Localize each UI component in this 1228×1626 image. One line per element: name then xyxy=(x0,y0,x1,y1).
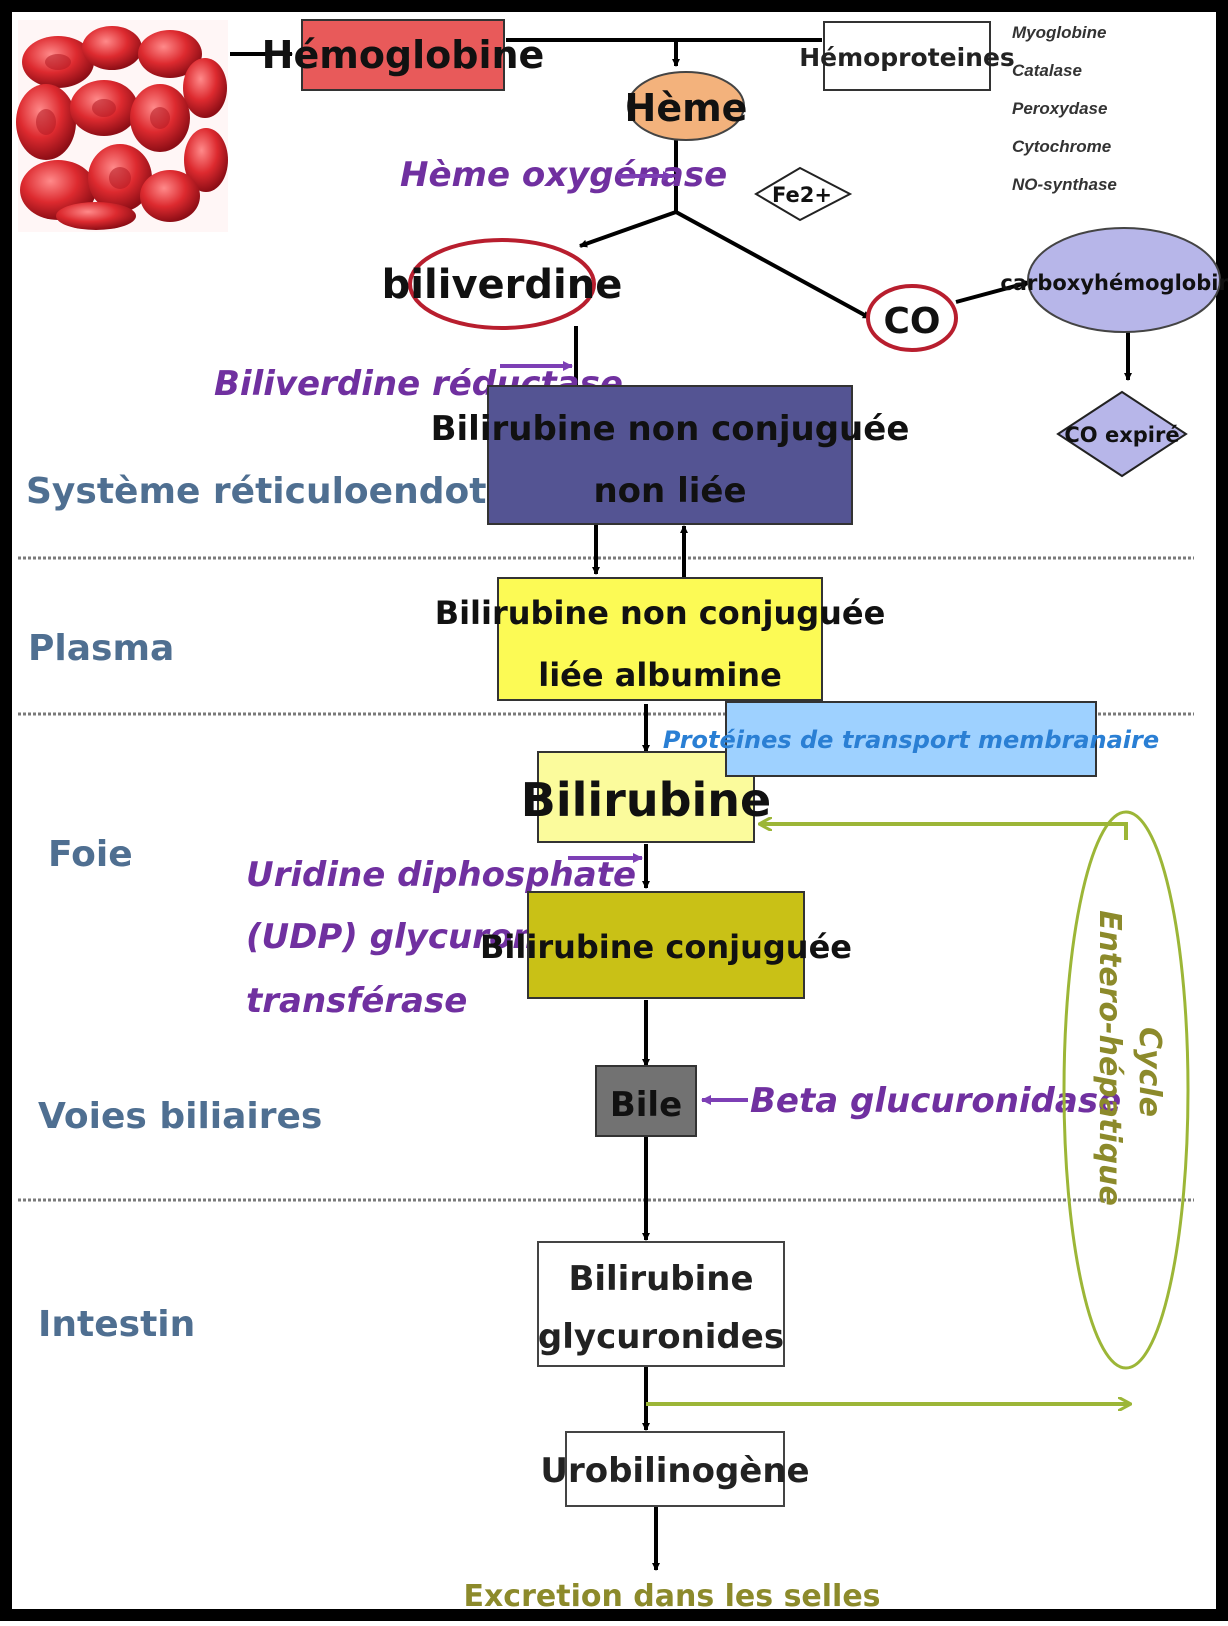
hemoprotein-item: NO-synthase xyxy=(1012,175,1117,194)
glycuronides-line1: Bilirubine xyxy=(568,1259,753,1299)
hemoglobine-node: Hémoglobine xyxy=(262,19,545,91)
hemoprotein-item: Peroxydase xyxy=(1012,99,1107,118)
co-expire-label: CO expiré xyxy=(1064,423,1179,447)
transport-proteins-node: Protéines de transport membranaire xyxy=(663,701,1159,777)
bnc-nonliee-line1: Bilirubine non conjuguée xyxy=(431,409,910,449)
bnc-nonliee-line2: non liée xyxy=(593,471,746,511)
heme-node: Hème xyxy=(625,71,748,141)
glycuronides-line2: glycuronides xyxy=(538,1317,784,1357)
cycle-arrow-return xyxy=(760,824,1128,840)
red-blood-cells-image xyxy=(16,20,228,232)
carboxyhemoglobine-label: carboxyhémoglobine xyxy=(1000,271,1228,295)
bilirubine-conjuguee-node: Bilirubine conjuguée xyxy=(480,891,852,999)
udp-glycuronosyl-transferase-label: Uridine diphosphate (UDP) glycuronosyl t… xyxy=(246,855,636,1021)
transport-proteins-label: Protéines de transport membranaire xyxy=(663,726,1159,754)
zone-label-foie: Foie xyxy=(48,834,133,875)
cycle-label-line2: Entero-hépatique xyxy=(1092,910,1127,1206)
fe2-node: Fe2+ xyxy=(754,166,853,222)
biliverdine-label: biliverdine xyxy=(382,262,623,308)
carboxyhemoglobine-node: carboxyhémoglobine xyxy=(1000,227,1228,333)
bile-label: Bile xyxy=(610,1085,682,1125)
urobilinogene-label: Urobilinogène xyxy=(540,1451,809,1491)
bnc-albumine-line2: liée albumine xyxy=(538,656,782,694)
fe2-label: Fe2+ xyxy=(772,183,832,207)
connector-lines xyxy=(230,38,1132,1571)
bilirubine-node: Bilirubine xyxy=(521,751,771,843)
bile-node: Bile xyxy=(595,1065,697,1137)
hemoglobine-label: Hémoglobine xyxy=(262,33,545,77)
hemoproteines-node: Hémoproteines xyxy=(799,21,1015,91)
co-expire-node: CO expiré xyxy=(1056,390,1188,478)
heme-label: Hème xyxy=(625,86,748,130)
bilirubine-label: Bilirubine xyxy=(521,773,771,827)
bilirubine-glycuronides-node: Bilirubine glycuronides xyxy=(537,1241,785,1367)
zone-label-voies-biliaires: Voies biliaires xyxy=(38,1096,322,1137)
entero-hepatic-cycle: Cycle Entero-hépatique xyxy=(646,810,1190,1404)
zone-label-plasma: Plasma xyxy=(28,628,174,669)
bilirubine-liee-albumine-node: Bilirubine non conjuguée liée albumine xyxy=(435,577,886,701)
hemoproteins-list: Myoglobine Catalase Peroxydase Cytochrom… xyxy=(1012,23,1117,194)
co-label: CO xyxy=(883,301,940,342)
hemoprotein-item: Catalase xyxy=(1012,61,1082,80)
bnc-albumine-line1: Bilirubine non conjuguée xyxy=(435,594,886,632)
heme-oxygenase-label: Hème oxygénase xyxy=(400,155,727,195)
biliverdine-node: biliverdine xyxy=(382,238,623,330)
urobilinogene-node: Urobilinogène xyxy=(540,1431,810,1507)
co-node: CO xyxy=(866,284,958,352)
bilirubine-conjuguee-label: Bilirubine conjuguée xyxy=(480,928,852,966)
bilirubine-non-conjuguee-non-liee-node: Bilirubine non conjuguée non liée xyxy=(431,385,910,525)
hemoprotein-item: Cytochrome xyxy=(1012,137,1111,156)
beta-glucuronidase-label: Beta glucuronidase xyxy=(750,1081,1121,1121)
cycle-label-line1: Cycle xyxy=(1132,1027,1167,1117)
zone-label-intestin: Intestin xyxy=(38,1304,195,1345)
excretion-label: Excretion dans les selles xyxy=(463,1579,880,1614)
hemoprotein-item: Myoglobine xyxy=(1012,23,1106,42)
udp-gt-line1: Uridine diphosphate xyxy=(246,855,636,895)
hemoproteines-label: Hémoproteines xyxy=(799,43,1015,72)
udp-gt-line3: transférase xyxy=(246,981,467,1021)
